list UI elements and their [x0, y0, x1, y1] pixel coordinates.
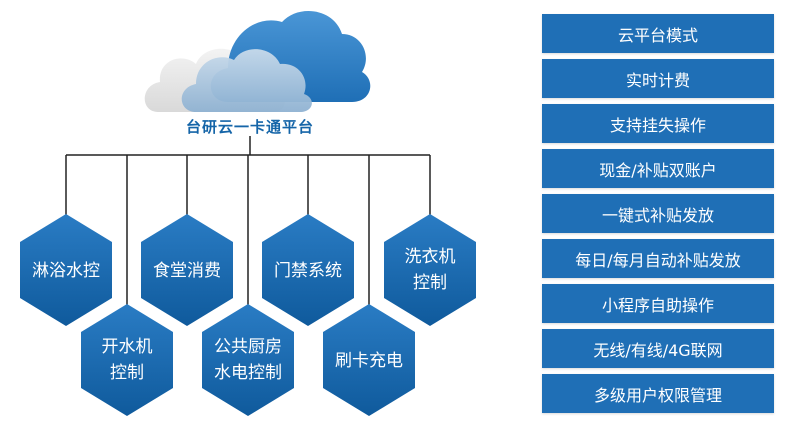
hexagon-shape	[81, 304, 173, 416]
hexagon-shape	[384, 214, 476, 326]
module-label: 食堂消费	[153, 261, 221, 281]
module-label: 门禁系统	[274, 261, 342, 281]
module-charging: 刷卡充电	[323, 304, 415, 416]
module-water-dispenser: 开水机 控制	[81, 304, 173, 416]
hexagon-shape	[141, 214, 233, 326]
module-label-line2: 控制	[110, 363, 144, 383]
module-laundry: 洗衣机 控制	[384, 214, 476, 326]
hexagon-shape	[202, 304, 294, 416]
hexagon-shape	[323, 304, 415, 416]
feature-one-click-subsidy: 一键式补贴发放	[542, 194, 774, 233]
cloud-icon	[144, 10, 371, 112]
feature-realtime-billing: 实时计费	[542, 59, 774, 98]
feature-report-loss: 支持挂失操作	[542, 104, 774, 143]
module-label-line1: 公共厨房	[214, 337, 282, 357]
feature-mini-program: 小程序自助操作	[542, 284, 774, 323]
module-canteen: 食堂消费	[141, 214, 233, 326]
module-access: 门禁系统	[262, 214, 354, 326]
module-shower: 淋浴水控	[20, 214, 112, 326]
hexagon-shape	[20, 214, 112, 326]
platform-title: 台研云一卡通平台	[186, 118, 314, 136]
module-label-line1: 洗衣机	[405, 247, 456, 267]
feature-cloud-mode: 云平台模式	[542, 14, 774, 53]
feature-list: 云平台模式 实时计费 支持挂失操作 现金/补贴双账户 一键式补贴发放 每日/每月…	[542, 14, 774, 413]
feature-permissions: 多级用户权限管理	[542, 374, 774, 413]
module-kitchen: 公共厨房 水电控制	[202, 304, 294, 416]
module-label-line1: 开水机	[102, 337, 153, 357]
module-label: 刷卡充电	[335, 351, 403, 371]
hexagon-shape	[262, 214, 354, 326]
feature-networking: 无线/有线/4G联网	[542, 329, 774, 368]
module-label-line2: 水电控制	[214, 363, 282, 383]
feature-auto-subsidy: 每日/每月自动补贴发放	[542, 239, 774, 278]
feature-dual-account: 现金/补贴双账户	[542, 149, 774, 188]
module-label-line2: 控制	[413, 273, 447, 293]
module-label: 淋浴水控	[32, 261, 100, 281]
connector-lines	[65, 136, 431, 312]
